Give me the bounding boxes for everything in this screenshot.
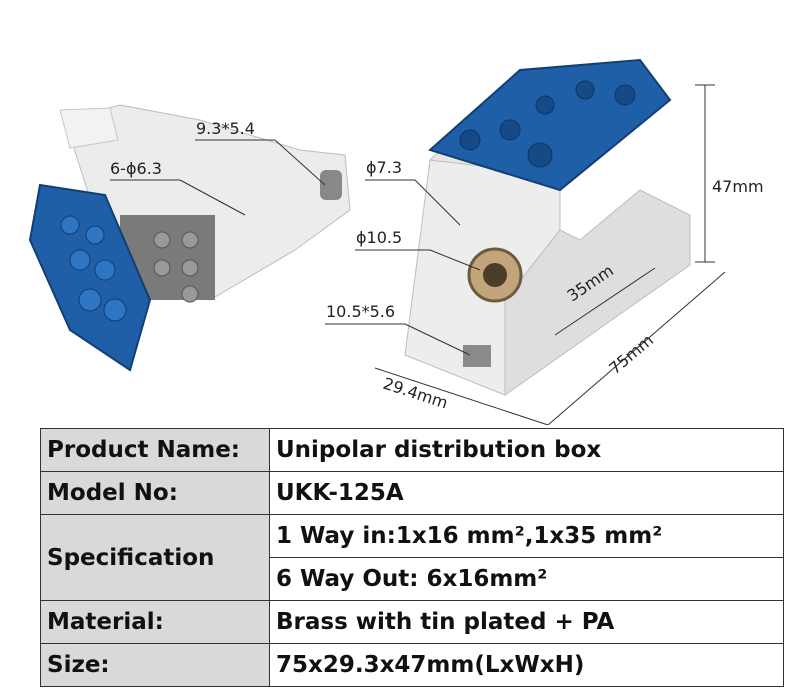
terminal-screws	[153, 231, 199, 303]
dim-width: 29.4mm	[381, 374, 450, 413]
spec-table: Product Name: Unipolar distribution box …	[40, 428, 784, 687]
table-row: Model No: UKK-125A	[40, 471, 784, 515]
dim-phi-large: ϕ10.5	[356, 228, 402, 247]
left-product-image	[28, 104, 351, 372]
model-no-label: Model No:	[40, 471, 270, 515]
material-value: Brass with tin plated + PA	[269, 600, 784, 644]
product-name-label: Product Name:	[40, 428, 270, 472]
table-row: Specification 1 Way in:1x16 mm²,1x35 mm²	[40, 514, 784, 601]
dim-left-holes: 6-ϕ6.3	[110, 159, 162, 178]
table-row: 6 Way Out: 6x16mm²	[41, 557, 784, 601]
dim-slot-bottom: 10.5*5.6	[326, 302, 395, 321]
specification-value-out: 6 Way Out: 6x16mm²	[269, 557, 784, 601]
product-name-value: Unipolar distribution box	[269, 428, 784, 472]
blue-cover	[428, 58, 672, 192]
material-label: Material:	[40, 600, 270, 644]
size-value: 75x29.3x47mm(LxWxH)	[269, 643, 784, 687]
specification-value-in: 1 Way in:1x16 mm²,1x35 mm²	[269, 514, 784, 558]
table-row: Material: Brass with tin plated + PA	[40, 600, 784, 644]
dimension-lines	[110, 84, 726, 425]
right-product-image	[404, 58, 691, 396]
dim-length: 75mm	[605, 330, 657, 378]
dim-height: 47mm	[712, 177, 764, 196]
product-illustration: 9.3*5.4 6-ϕ6.3 ϕ7.3 ϕ10.5 10.5*5.6 47mm …	[28, 58, 764, 425]
specification-label: Specification	[40, 514, 270, 601]
size-label: Size:	[40, 643, 270, 687]
model-no-value: UKK-125A	[269, 471, 784, 515]
table-row: Product Name: Unipolar distribution box	[40, 428, 784, 472]
dim-phi-small: ϕ7.3	[366, 158, 402, 177]
table-row: Size: 75x29.3x47mm(LxWxH)	[40, 643, 784, 687]
blue-cover	[28, 183, 152, 372]
dim-left-slot: 9.3*5.4	[196, 119, 255, 138]
